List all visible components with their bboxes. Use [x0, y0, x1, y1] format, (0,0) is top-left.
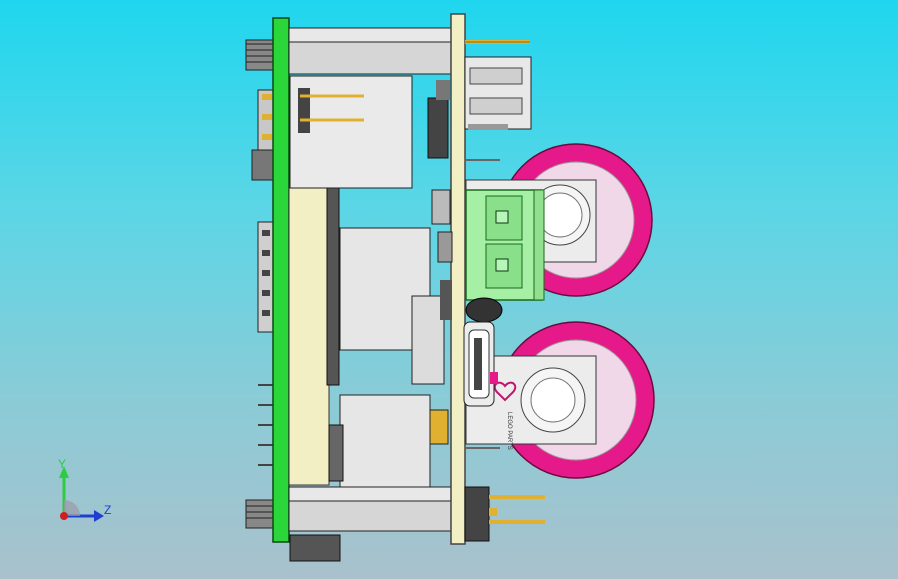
- z-axis-label: Z: [104, 503, 111, 517]
- right-board[interactable]: [450, 13, 466, 545]
- heart-logo-icon: [493, 381, 517, 402]
- top-spacer: [288, 27, 452, 75]
- usbc-port[interactable]: [463, 321, 498, 407]
- bottom-pin-header: [464, 486, 545, 542]
- y-axis-label: Y: [58, 457, 66, 471]
- origin-icon: [60, 512, 68, 520]
- indicator-bullet: [465, 297, 503, 323]
- middle-module: [339, 227, 445, 385]
- wire-traces: [465, 159, 500, 449]
- axis-triad: Y Z: [58, 457, 111, 522]
- inner-board[interactable]: [288, 184, 330, 486]
- left-connector-bank: [257, 221, 275, 333]
- vertical-standoff: [326, 174, 340, 386]
- bottom-block: [289, 534, 341, 562]
- capacitor-bottom[interactable]: [465, 321, 655, 479]
- terminal-screw-2[interactable]: [495, 258, 509, 272]
- small-components: [427, 80, 453, 445]
- left-pin-header: [251, 89, 275, 181]
- left-spring-bottom: [245, 499, 275, 529]
- terminal-screw-1[interactable]: [495, 210, 509, 224]
- left-spring-top: [245, 39, 275, 71]
- green-pcb[interactable]: [272, 17, 290, 543]
- capacitor-marking: LEGO PARTS: [506, 412, 512, 450]
- usb-port-right: [464, 56, 532, 130]
- terminal-block[interactable]: [465, 189, 545, 301]
- bottom-spacer: [288, 486, 452, 532]
- usb-module-top: [289, 75, 413, 189]
- lower-module: [328, 394, 431, 488]
